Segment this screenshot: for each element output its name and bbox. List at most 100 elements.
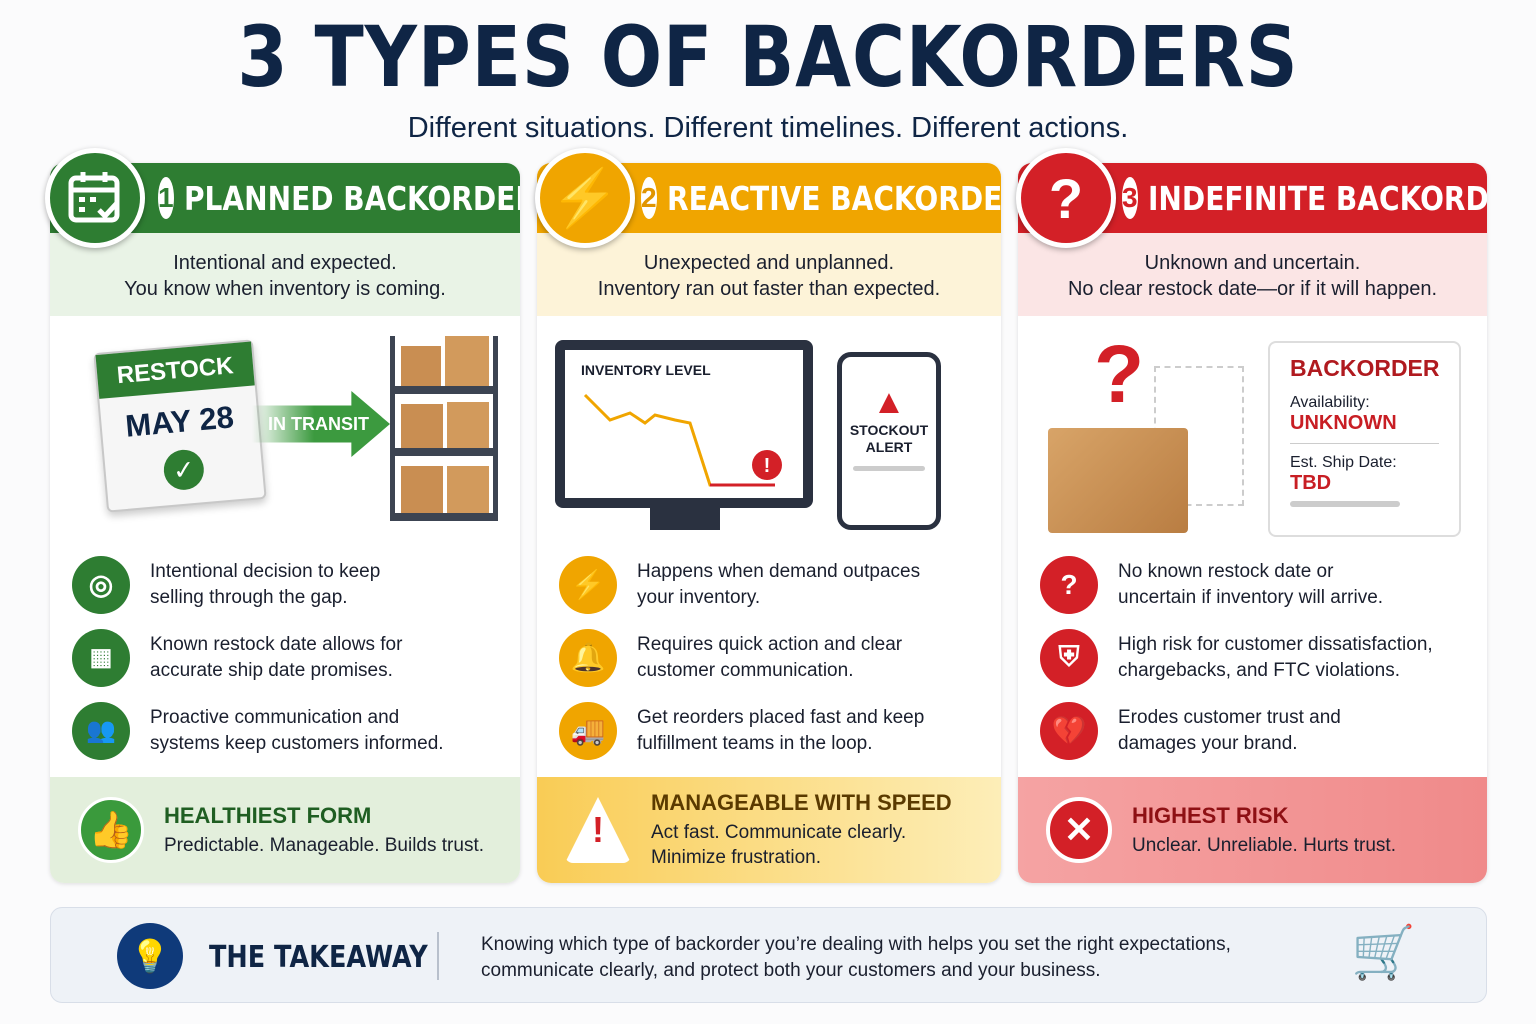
bullet-text: Happens when demand outpaces bbox=[637, 560, 921, 582]
shelf-boxes-icon bbox=[390, 336, 498, 521]
availability-label: Availability: bbox=[1290, 394, 1370, 411]
calendar-icon: RESTOCK MAY 28 ✓ bbox=[93, 339, 267, 513]
availability-value: UNKNOWN bbox=[1290, 412, 1439, 444]
calendar-date: MAY 28 bbox=[123, 399, 236, 444]
list-item: 🔔 Requires quick action and clear customer… bbox=[559, 621, 991, 694]
planned-backorder-card: 1 PLANNED BACKORDER Intentional and expe… bbox=[50, 163, 520, 883]
lightning-icon: ⚡ bbox=[559, 555, 617, 614]
card-title: REACTIVE BACKORDER bbox=[666, 178, 1001, 218]
list-item: ⚡ Happens when demand outpaces your invent… bbox=[559, 548, 991, 621]
list-item: ? No known restock date or uncertain if in… bbox=[1040, 548, 1477, 621]
footer-title: MANAGEABLE WITH SPEED bbox=[651, 790, 952, 815]
inventory-line-icon: ! bbox=[583, 393, 782, 487]
question-icon: ? bbox=[1016, 148, 1116, 248]
number-badge: 1 bbox=[158, 177, 174, 219]
broken-heart-icon: 💔 bbox=[1040, 701, 1098, 760]
calendar-header: RESTOCK bbox=[95, 341, 255, 399]
number-badge: 2 bbox=[641, 177, 657, 219]
unknown-illustration: ? BACKORDER Availability: UNKNOWN Est. S… bbox=[1018, 316, 1487, 546]
bell-icon: 🔔 bbox=[559, 628, 617, 687]
bullet-text: accurate ship date promises. bbox=[150, 659, 393, 681]
footer-title: HIGHEST RISK bbox=[1132, 802, 1289, 828]
bullet-text: Requires quick action and clear bbox=[637, 633, 903, 655]
bullet-list: ⚡ Happens when demand outpaces your invent… bbox=[559, 548, 991, 767]
bullet-text: selling through the gap. bbox=[150, 586, 348, 608]
target-icon: ◎ bbox=[72, 555, 130, 614]
thumbs-up-icon: 👍 bbox=[78, 797, 144, 863]
number-badge: 3 bbox=[1122, 177, 1138, 219]
card-description: Unexpected and unplanned. Inventory ran … bbox=[537, 233, 1001, 316]
check-icon: ✓ bbox=[162, 448, 206, 492]
bullet-text: High risk for customer dissatisfaction, bbox=[1118, 633, 1433, 655]
alert-text: STOCKOUT bbox=[849, 422, 929, 438]
question-icon: ? bbox=[1040, 555, 1098, 614]
bullet-text: Known restock date allows for bbox=[150, 633, 403, 655]
list-item: 💔 Erodes customer trust and damages your b… bbox=[1040, 694, 1477, 767]
card-title: INDEFINITE BACKORDER bbox=[1147, 178, 1487, 218]
footer-text: Predictable. Manageable. Builds trust. bbox=[164, 834, 485, 856]
desc-line: Inventory ran out faster than expected. bbox=[597, 278, 941, 300]
monitor-icon: INVENTORY LEVEL ! bbox=[555, 340, 813, 530]
list-item: ⛨ High risk for customer dissatisfaction,… bbox=[1040, 621, 1477, 694]
restock-illustration: RESTOCK MAY 28 ✓ IN TRANSIT bbox=[50, 316, 520, 546]
bullet-text: No known restock date or bbox=[1118, 560, 1334, 582]
card-footer: ! MANAGEABLE WITH SPEED Act fast. Communi… bbox=[537, 777, 1001, 883]
alert-text: ALERT bbox=[865, 439, 913, 455]
bullet-text: uncertain if inventory will arrive. bbox=[1118, 586, 1384, 608]
bullet-text: systems keep customers informed. bbox=[150, 732, 444, 754]
monitor-label: INVENTORY LEVEL bbox=[581, 362, 711, 378]
svg-text:!: ! bbox=[764, 455, 771, 477]
bullet-text: fulfillment teams in the loop. bbox=[637, 732, 873, 754]
takeaway-panel: 💡 THE TAKEAWAY Knowing which type of bac… bbox=[50, 907, 1487, 1003]
bullet-text: damages your brand. bbox=[1118, 732, 1298, 754]
box-icon bbox=[1048, 428, 1188, 533]
shopping-cart-icon: 🛒 bbox=[1351, 924, 1416, 982]
warning-icon: ▲ bbox=[872, 383, 906, 421]
arrow-label: IN TRANSIT bbox=[268, 414, 369, 434]
bullet-text: customer communication. bbox=[637, 659, 854, 681]
desc-line: Intentional and expected. bbox=[173, 252, 397, 274]
page-subtitle: Different situations. Different timeline… bbox=[407, 112, 1129, 144]
lightning-icon: ⚡ bbox=[535, 148, 635, 248]
bullet-text: your inventory. bbox=[637, 586, 761, 608]
truck-icon: 🚚 bbox=[559, 701, 617, 760]
footer-text: Minimize frustration. bbox=[651, 847, 821, 868]
card-title: PLANNED BACKORDER bbox=[183, 178, 520, 218]
footer-text: Unclear. Unreliable. Hurts trust. bbox=[1132, 834, 1396, 856]
reactive-backorder-card: 2 REACTIVE BACKORDER Unexpected and unpl… bbox=[537, 163, 1001, 883]
desc-line: Unexpected and unplanned. bbox=[643, 252, 895, 274]
shield-alert-icon: ⛨ bbox=[1040, 628, 1098, 687]
list-item: 👥 Proactive communication and systems keep… bbox=[72, 694, 510, 767]
bullet-text: Proactive communication and bbox=[150, 706, 400, 728]
desc-line: You know when inventory is coming. bbox=[124, 278, 446, 300]
bullet-text: Erodes customer trust and bbox=[1118, 706, 1341, 728]
bullet-text: Get reorders placed fast and keep bbox=[637, 706, 925, 728]
calendar-icon: ▦ bbox=[72, 628, 130, 687]
footer-text: Act fast. Communicate clearly. bbox=[651, 822, 907, 843]
question-mark-icon: ? bbox=[1094, 329, 1145, 420]
lightbulb-icon: 💡 bbox=[117, 923, 183, 989]
page-title: 3 TYPES OF BACKORDERS bbox=[237, 8, 1299, 106]
x-icon: ✕ bbox=[1046, 797, 1112, 863]
list-item: 🚚 Get reorders placed fast and keep fulfil… bbox=[559, 694, 991, 767]
desc-line: No clear restock date—or if it will happ… bbox=[1067, 278, 1438, 300]
desc-line: Unknown and uncertain. bbox=[1144, 252, 1361, 274]
card-description: Unknown and uncertain. No clear restock … bbox=[1018, 233, 1487, 316]
ship-date-value: TBD bbox=[1290, 472, 1332, 494]
people-icon: 👥 bbox=[72, 701, 130, 760]
takeaway-text: communicate clearly, and protect both yo… bbox=[481, 960, 1101, 981]
bullet-text: chargebacks, and FTC violations. bbox=[1118, 659, 1400, 681]
card-description: Intentional and expected. You know when … bbox=[50, 233, 520, 316]
takeaway-title: THE TAKEAWAY bbox=[209, 940, 428, 975]
list-item: ▦ Known restock date allows for accurate s… bbox=[72, 621, 510, 694]
takeaway-text: Knowing which type of backorder you’re d… bbox=[481, 934, 1231, 955]
warning-icon: ! bbox=[565, 797, 631, 863]
bullet-list: ? No known restock date or uncertain if in… bbox=[1040, 548, 1477, 767]
ship-date-label: Est. Ship Date: bbox=[1290, 454, 1397, 471]
backorder-status-card: BACKORDER Availability: UNKNOWN Est. Shi… bbox=[1268, 341, 1461, 537]
indefinite-backorder-card: 3 INDEFINITE BACKORDER Unknown and uncer… bbox=[1018, 163, 1487, 883]
